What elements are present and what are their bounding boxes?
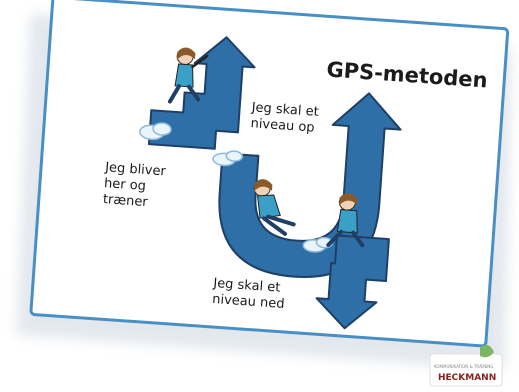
label-stay-line3: træner [102,192,148,210]
leaf-icon [480,344,494,358]
figure-stepping-down-illustration [326,193,365,248]
arrow-up-staircase [147,36,256,150]
label-level-down-line1: Jeg skal et [212,276,281,296]
company-logo: KOMMUNIKATION & TRÆNING HECKMANN [429,344,503,387]
label-level-up-line2: niveau op [250,116,315,135]
logo-tagline: KOMMUNIKATION & TRÆNING [434,364,493,369]
label-level-down: Jeg skal et niveau ned [212,276,285,312]
label-stay-line2: her og [104,176,147,194]
arrow-down-staircase [315,234,390,330]
cloud-icon [139,122,172,141]
figure-climbing-illustration [167,47,209,104]
label-level-up-line1: Jeg skal et [250,100,319,120]
label-stay: Jeg bliver her og træner [102,160,167,210]
label-stay-line1: Jeg bliver [104,160,167,179]
label-level-down-line2: niveau ned [212,292,285,312]
poster-card: GPS-metoden [29,0,510,348]
label-level-up: Jeg skal et niveau op [250,100,319,135]
figure-sliding-illustration [253,179,296,236]
cloud-icon [212,150,244,167]
logo-name: HECKMANN [438,373,496,383]
